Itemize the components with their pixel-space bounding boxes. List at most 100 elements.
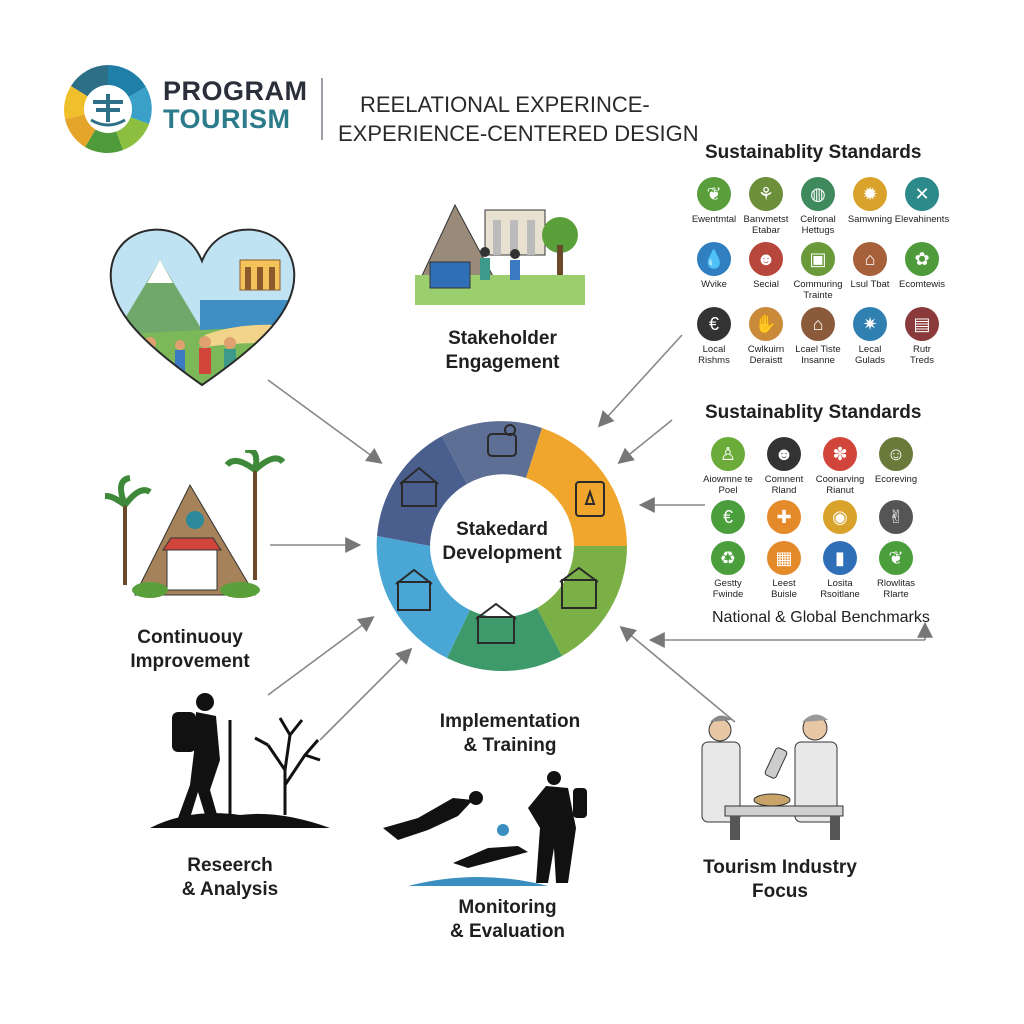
house-icon: ⌂ [801, 307, 835, 341]
standard-item-label: Leest [772, 578, 796, 589]
standard-item: ◉ [812, 500, 868, 537]
standard-item-label: Banvmetst [743, 214, 789, 225]
heart-landscape-illustration [105, 215, 300, 390]
standard-item-label: Rlowlitas [876, 578, 915, 589]
standards-top-title: Sustainablity Standards [705, 142, 922, 163]
center-label-line1: Stakedard [456, 519, 548, 540]
puzzle-icon: ✚ [767, 500, 801, 534]
standard-item-label: Wvike [701, 279, 727, 290]
standard-item-label: Celronal [800, 214, 836, 225]
standard-item-label: Rishms [698, 355, 730, 366]
standard-item-label: Insanne [801, 355, 835, 366]
cycle-segment-blue [376, 536, 470, 658]
center-label-line2: Development [442, 543, 562, 564]
standard-item-label: Aiowmne te [703, 474, 753, 485]
figure-icon: ♙ [711, 437, 745, 471]
chefs-cooking-illustration [690, 708, 850, 843]
standard-item: € [700, 500, 756, 537]
people-icon: ☻ [767, 437, 801, 471]
benchmarks-label: National & Global Benchmarks [712, 609, 930, 626]
cycle-segment-navy [377, 436, 467, 546]
monitoring-label-line1: Monitoring [458, 897, 557, 918]
standard-item-label: Commuring [793, 279, 843, 290]
monitoring-label-line2: & Evaluation [449, 921, 566, 942]
stakeholder-label: Stakeholder Engagement [420, 327, 585, 375]
standard-item-label: Losita [827, 578, 853, 589]
tagline-line2: EXPERIENCE-CENTERED DESIGN [338, 121, 699, 146]
continuous-label-line2: Improvement [130, 651, 250, 672]
tropical-hut-illustration [97, 446, 286, 600]
people-icon: ☻ [749, 242, 783, 276]
standard-item-label: Local [702, 344, 726, 355]
leaf-icon: ❦ [879, 541, 913, 575]
cycle-segment-green [537, 546, 628, 656]
standard-item-label: Lsul Tbat [850, 279, 890, 290]
stakeholder-scene-illustration [415, 180, 585, 305]
development-cycle-diagram: Stakedard Development [362, 412, 642, 680]
flower-icon: ✽ [823, 437, 857, 471]
tools-icon: ✕ [905, 177, 939, 211]
continuous-improvement-label: Continuouy Improvement [110, 626, 270, 674]
implementation-label-line2: & Training [463, 735, 557, 756]
standard-item-label: Trainte [803, 290, 833, 301]
standard-item-label: Treds [910, 355, 934, 366]
program-logo [63, 64, 153, 154]
research-label-line2: & Analysis [181, 879, 279, 900]
standard-item-label: Etabar [752, 225, 780, 236]
standard-item: ✚ [756, 500, 812, 537]
stakeholder-label-line1: Stakeholder [448, 328, 557, 349]
standard-item-label: Comnent [764, 474, 804, 485]
water-drop-icon: 💧 [697, 242, 731, 276]
research-label-line1: Reseerch [187, 855, 273, 876]
brand-name-line1: PROGRAM [163, 76, 308, 106]
standard-item-label: Buisle [771, 589, 797, 600]
header-divider [321, 78, 323, 140]
bottle-icon: ▮ [823, 541, 857, 575]
standard-item: ❦Ewentmtal [688, 177, 740, 236]
euro-icon: € [697, 307, 731, 341]
standard-item-label: Cwlkuirn [747, 344, 785, 355]
industry-label-line1: Tourism Industry [703, 857, 857, 878]
standard-item-label: Samwning [847, 214, 893, 225]
euro-icon: € [711, 500, 745, 534]
standard-item-label: Hettugs [801, 225, 835, 236]
standard-item-label: Deraistt [749, 355, 783, 366]
standard-item-label: Rutr [913, 344, 931, 355]
recycle-icon: ♻ [711, 541, 745, 575]
monitoring-label: Monitoring & Evaluation [425, 896, 590, 944]
standard-item-label: Rianut [826, 485, 854, 496]
cycle-segment-slate [442, 421, 542, 484]
standard-item: ⌂ Lsul Tbat [844, 242, 896, 301]
standard-item: ✕Elevahinents [895, 177, 949, 236]
box-icon: ▦ [767, 541, 801, 575]
hands-icon: ✌ [879, 500, 913, 534]
standard-item-label: Ecoreving [874, 474, 918, 485]
standard-item-label: Rlarte [883, 589, 909, 600]
standard-item-label: Rland [771, 485, 797, 496]
handshake-icon: ✋ [749, 307, 783, 341]
standard-item-label: Ecomtewis [899, 279, 945, 290]
shop-icon: ⌂ [853, 242, 887, 276]
standard-item-label: Gestty [714, 578, 742, 589]
group-icon: ☺ [879, 437, 913, 471]
standard-item: 💧 Wvike [688, 242, 740, 301]
brand-name-line2: TOURISM [163, 104, 291, 134]
standard-item-label: Poel [718, 485, 738, 496]
hiker-silhouette-illustration [150, 690, 330, 830]
cycle-segment-teal [447, 608, 562, 672]
leaf-icon: ❦ [697, 177, 731, 211]
stakeholder-label-line2: Engagement [445, 352, 560, 373]
